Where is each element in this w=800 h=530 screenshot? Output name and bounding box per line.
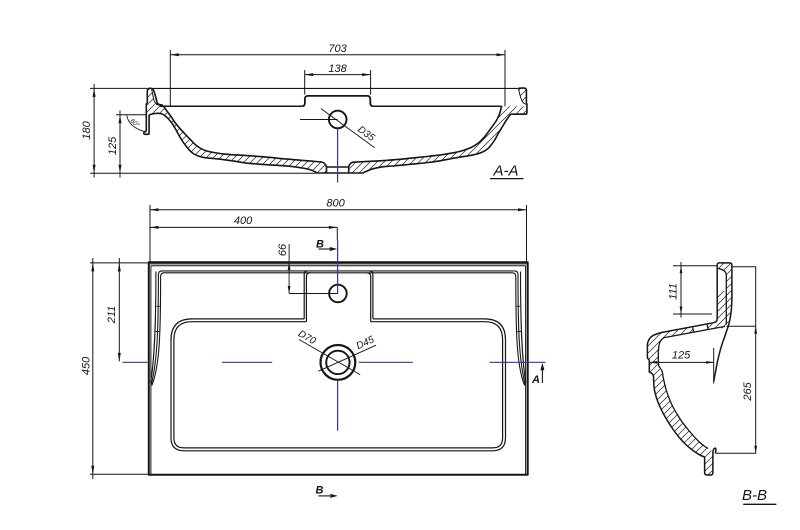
svg-text:800: 800 (326, 198, 345, 210)
svg-text:265: 265 (742, 381, 754, 401)
svg-text:450: 450 (81, 356, 93, 375)
svg-text:A-A: A-A (492, 163, 518, 180)
svg-text:125: 125 (672, 350, 691, 362)
svg-text:111: 111 (668, 283, 680, 300)
svg-text:180: 180 (81, 120, 93, 139)
svg-text:211: 211 (106, 306, 118, 325)
svg-text:A: A (531, 374, 540, 386)
svg-text:B: B (316, 485, 324, 497)
svg-text:B-B: B-B (742, 487, 767, 504)
svg-text:138: 138 (328, 63, 347, 75)
svg-text:B: B (316, 239, 324, 251)
svg-text:66: 66 (277, 243, 289, 256)
svg-text:703: 703 (328, 43, 347, 55)
svg-text:400: 400 (234, 215, 253, 227)
svg-text:125: 125 (107, 136, 119, 155)
